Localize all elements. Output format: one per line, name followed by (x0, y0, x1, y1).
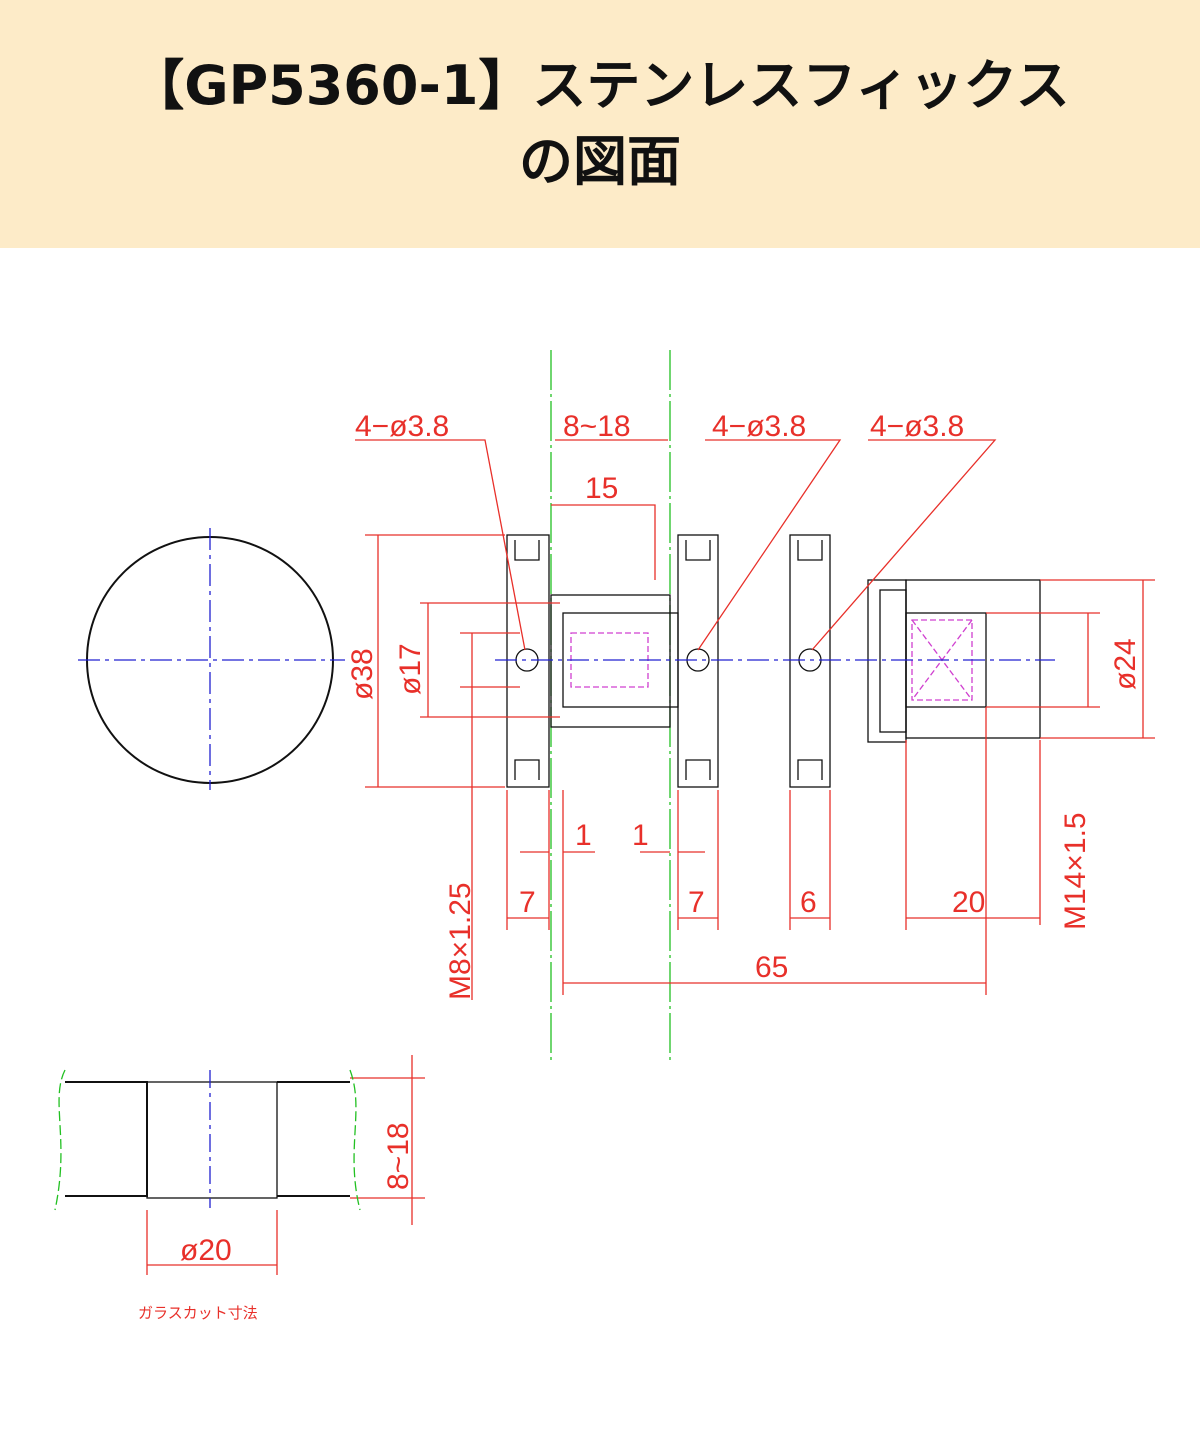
cut-diameter-label: ø20 (180, 1234, 232, 1267)
diameter-24-label: ø24 (1109, 638, 1142, 690)
spacer-length-label: 15 (585, 472, 618, 505)
gap-1a-label: 1 (575, 819, 592, 852)
plate-6-label: 6 (800, 886, 817, 919)
side-view (506, 534, 1041, 788)
length-20-label: 20 (952, 886, 985, 919)
plate-7a-label: 7 (519, 886, 536, 919)
glass-thickness-label: 8~18 (563, 410, 631, 443)
dimension-lines (146, 439, 1155, 1275)
diameter-38-label: ø38 (346, 648, 379, 700)
title-banner: 【GP5360-1】ステンレスフィックス の図面 (0, 0, 1200, 248)
plate-7b-label: 7 (688, 886, 705, 919)
gap-1b-label: 1 (632, 819, 649, 852)
title-line-1: 【GP5360-1】ステンレスフィックス (130, 54, 1070, 117)
thread-m8-label: M8×1.25 (444, 882, 477, 1000)
length-65-label: 65 (755, 951, 788, 984)
cut-caption: ガラスカット寸法 (138, 1304, 258, 1322)
title-line-2: の図面 (519, 130, 681, 193)
glass-cut-view (54, 1069, 361, 1211)
cut-thickness-label: 8~18 (382, 1122, 415, 1190)
hole-label-1: 4−ø3.8 (355, 410, 449, 443)
diameter-17-label: ø17 (394, 643, 427, 695)
thread-m14-label: M14×1.5 (1059, 812, 1092, 930)
hole-label-3: 4−ø3.8 (870, 410, 964, 443)
hole-label-2: 4−ø3.8 (712, 410, 806, 443)
glass-lines (550, 350, 671, 1062)
front-view (78, 528, 345, 790)
